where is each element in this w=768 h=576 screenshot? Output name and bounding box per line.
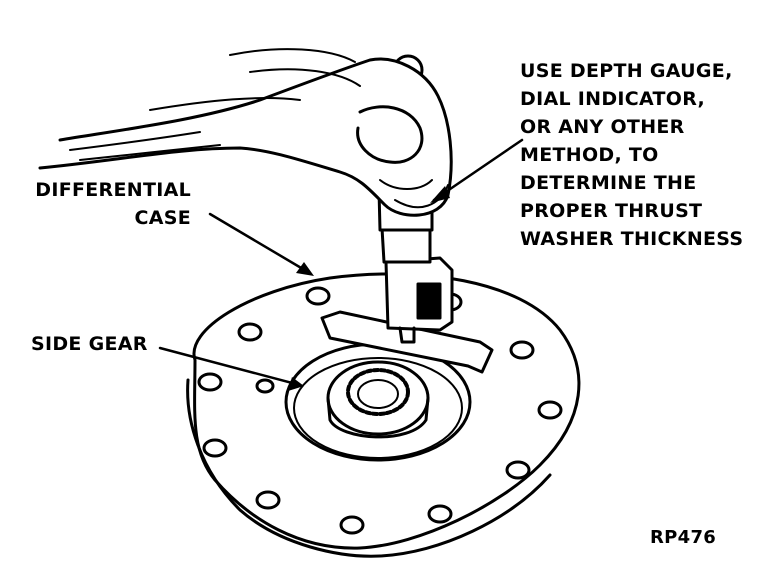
gauge-scale <box>416 282 442 320</box>
bolt-holes <box>197 286 563 535</box>
leader-case <box>208 212 310 274</box>
note-line: DIAL INDICATOR, <box>520 88 706 110</box>
arrowheads <box>288 186 450 391</box>
note-line: DETERMINE THE <box>520 172 697 194</box>
hand-thumb <box>356 105 424 164</box>
hand-wrist-shading <box>69 131 221 161</box>
gauge-rod <box>398 326 416 344</box>
bolt-hole <box>255 378 275 394</box>
note-line: USE DEPTH GAUGE, <box>520 60 733 82</box>
bolt-hole <box>255 490 281 510</box>
note-line: WASHER THICKNESS <box>520 228 744 250</box>
leader-side-gear <box>158 346 298 386</box>
bolt-hole <box>305 286 331 306</box>
bolt-hole <box>509 340 535 360</box>
hand-finger-lines <box>149 48 361 111</box>
side-gear-bore <box>357 379 399 409</box>
note-line: PROPER THRUST <box>520 200 703 222</box>
figure-reference: RP476 <box>650 527 717 548</box>
case-line: DIFFERENTIAL <box>35 179 191 201</box>
side-gear-hub <box>326 360 430 436</box>
bolt-hole <box>505 460 531 480</box>
bolt-hole <box>537 400 563 420</box>
bolt-hole <box>202 438 228 458</box>
bolt-hole <box>339 515 365 535</box>
leader-note <box>432 138 524 202</box>
side-gear-hub-side <box>326 396 430 439</box>
note-line: METHOD, TO <box>520 144 659 166</box>
leader-lines <box>158 138 524 386</box>
case-bore-inner <box>293 357 463 459</box>
note-line: OR ANY OTHER <box>520 116 685 138</box>
bolt-hole <box>237 322 263 342</box>
arrowhead-side-gear <box>288 377 304 391</box>
label-side-gear: SIDE GEAR <box>31 333 148 355</box>
case-flange-edge <box>186 378 552 558</box>
bolt-hole <box>427 504 453 524</box>
technician-hand <box>38 48 453 217</box>
label-differential-case: DIFFERENTIAL CASE <box>31 176 191 232</box>
side-gear-splines <box>346 368 410 416</box>
case-line: CASE <box>134 207 191 229</box>
arrowhead-note <box>430 186 450 203</box>
arrowhead-case <box>296 262 314 276</box>
note-depth-gauge: USE DEPTH GAUGE, DIAL INDICATOR, OR ANY … <box>520 57 743 253</box>
bolt-hole <box>197 372 223 392</box>
